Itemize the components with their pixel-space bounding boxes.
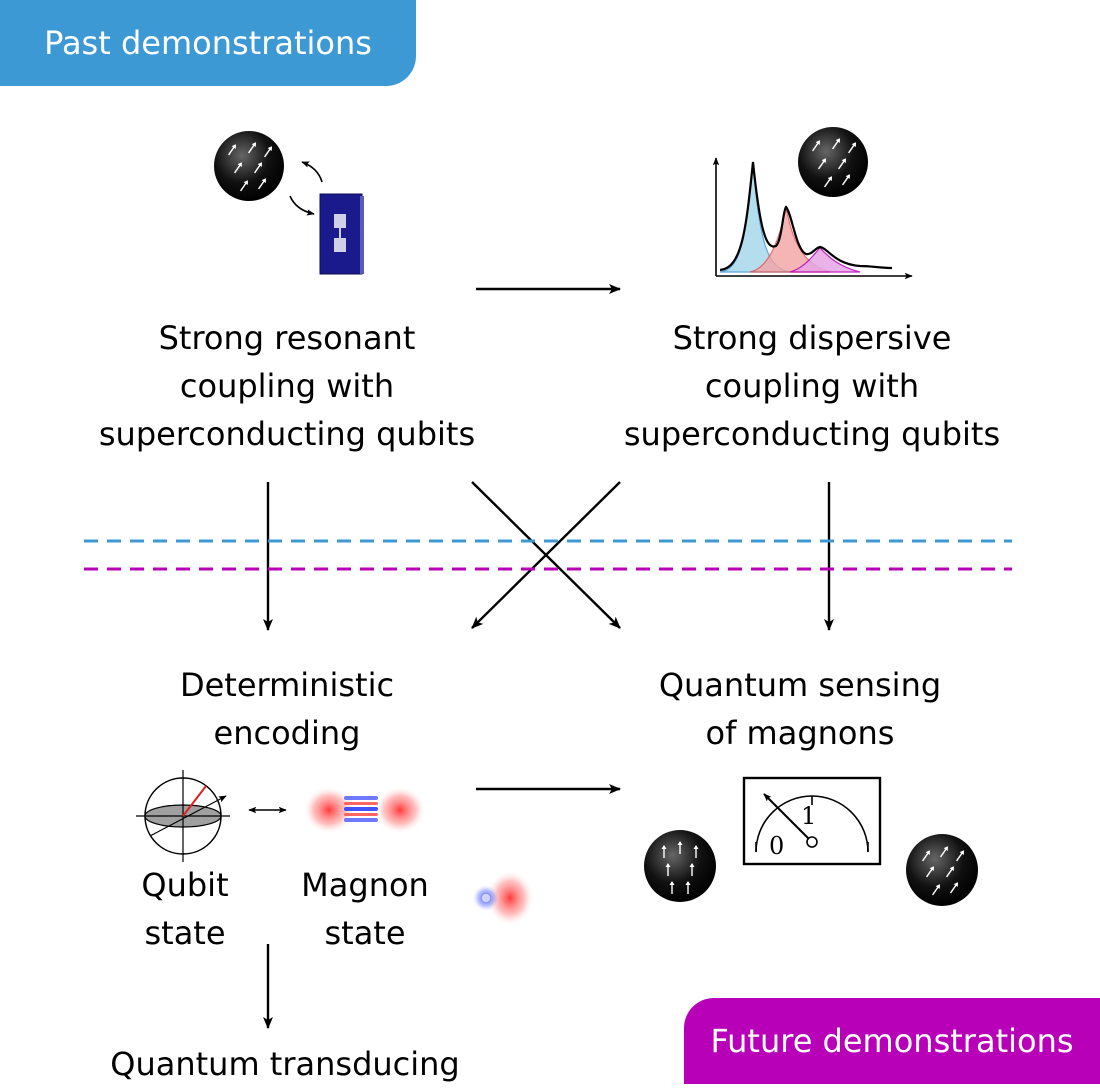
magnet-sphere-icon	[906, 834, 978, 906]
superconducting-qubit-chip-icon	[319, 193, 364, 275]
coupling-arrow-up	[301, 161, 323, 183]
bloch-sphere-icon	[136, 770, 230, 862]
magnet-sphere-icon	[214, 131, 284, 201]
magnet-sphere-icon	[798, 127, 868, 197]
spectrum-peaks-icon	[712, 157, 913, 280]
past-demonstrations-badge: Past demonstrations	[0, 0, 416, 86]
meter-icon: 0 1	[742, 776, 882, 866]
meter-tick-zero: 0	[769, 832, 784, 860]
meter-tick-one: 1	[801, 802, 816, 830]
quantum-transducing-label: Quantum transducing	[110, 1045, 460, 1083]
past-badge-label: Past demonstrations	[44, 24, 372, 62]
wigner-function-icon	[303, 786, 534, 926]
future-badge-label: Future demonstrations	[710, 1022, 1074, 1060]
coupling-arrow-down	[289, 195, 315, 216]
arrow-dispersive-to-deterministic	[471, 481, 621, 629]
magnet-sphere-icon	[644, 830, 716, 902]
future-demonstrations-badge: Future demonstrations	[684, 998, 1100, 1084]
